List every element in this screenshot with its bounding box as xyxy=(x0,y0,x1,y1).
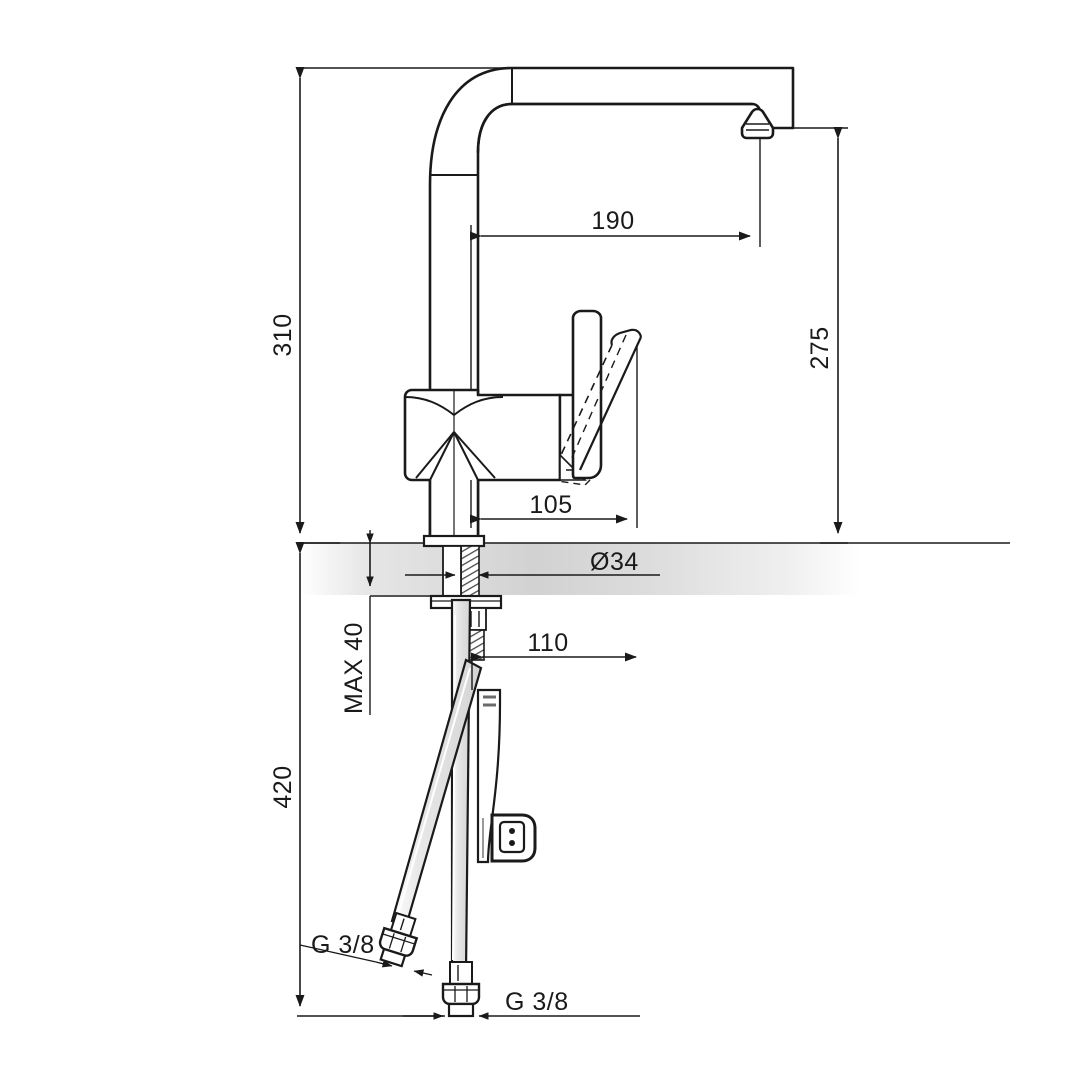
dimension-g38-left xyxy=(299,944,433,977)
facet-left xyxy=(415,431,455,479)
dimline-g38-left-b xyxy=(413,969,433,977)
shank-tube xyxy=(442,545,462,599)
dimension-max40-label: MAX 40 xyxy=(340,622,368,714)
dimension-190 xyxy=(470,138,761,390)
hose-guide-channel xyxy=(476,688,502,864)
mixer-body-silhouette xyxy=(403,388,562,545)
dimension-g38-bottom-label: G 3/8 xyxy=(505,988,569,1016)
lever-handle[interactable] xyxy=(571,309,603,480)
dimension-110 xyxy=(471,652,637,690)
facet-right-inner xyxy=(453,431,479,481)
dimension-275 xyxy=(773,127,848,544)
dimension-max40 xyxy=(366,530,435,715)
spout-inner-bend xyxy=(476,102,754,154)
dimension-105 xyxy=(470,345,638,528)
dimension-g38-left-label: G 3/8 xyxy=(311,931,375,959)
facet-right xyxy=(453,431,496,479)
aerator xyxy=(740,107,775,140)
base-flange xyxy=(422,534,486,548)
mixer-body xyxy=(403,388,562,545)
connector-bottom-g38 xyxy=(441,961,481,1018)
dimline-g38-left-a xyxy=(375,960,393,968)
dimension-190-label: 190 xyxy=(591,207,634,235)
facet-left-inner xyxy=(429,431,455,481)
counter-surface xyxy=(297,542,1010,595)
connector-left-g38 xyxy=(378,911,419,968)
dimension-d34-label: Ø34 xyxy=(590,548,639,576)
dimension-420-label: 420 xyxy=(269,765,297,808)
bottom-hex xyxy=(449,961,473,985)
supply-tube-vertical xyxy=(450,598,472,974)
leader-g38-left xyxy=(299,944,377,963)
dimension-310-label: 310 xyxy=(269,313,297,356)
cable-connector-plug xyxy=(490,813,537,863)
lever-handle-open-position xyxy=(560,328,643,471)
dimension-110-label: 110 xyxy=(527,629,568,657)
dimension-275-label: 275 xyxy=(806,326,834,369)
dimension-105-label: 105 xyxy=(529,491,572,519)
